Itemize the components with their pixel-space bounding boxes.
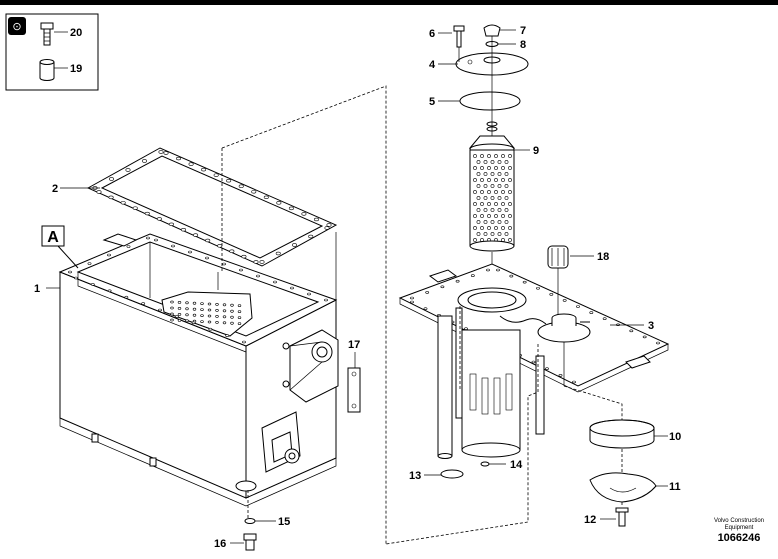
screw-part-12 <box>615 507 629 527</box>
view-marker: A <box>41 225 79 269</box>
tank-cover-part-3 <box>398 263 670 393</box>
plate-part-11 <box>589 472 657 503</box>
tank-drain-bracket <box>261 411 301 473</box>
callout-4: 4 <box>429 59 436 71</box>
callout-1: 1 <box>34 283 40 295</box>
filter-part-9 <box>468 135 516 252</box>
callout-12: 12 <box>584 514 596 526</box>
callout-leaders <box>46 29 668 544</box>
ring-part-10 <box>589 419 655 449</box>
callout-18: 18 <box>597 251 609 263</box>
drain-plug-parts <box>243 490 257 551</box>
watermark-company: Volvo Construction <box>713 518 764 524</box>
gasket-bolt-holes <box>92 150 332 264</box>
bolt-part-20 <box>40 22 54 46</box>
view-marker-letter: A <box>47 229 59 246</box>
callout-2: 2 <box>52 183 58 195</box>
callout-8: 8 <box>520 39 526 51</box>
locking-bar-part-17 <box>347 367 361 413</box>
breather-cap-part-18 <box>547 245 569 314</box>
top-border <box>0 0 778 5</box>
breather-part-18 <box>537 313 591 343</box>
cap-part-7 <box>483 24 501 37</box>
exploded-outline-right <box>385 344 539 545</box>
sleeve-part-19 <box>39 59 55 81</box>
watermark-company-sub: Equipment <box>724 525 754 531</box>
callout-11: 11 <box>669 481 681 493</box>
tank-body-part-1 <box>58 233 339 507</box>
callout-14: 14 <box>510 459 523 471</box>
screw-part-6 <box>453 25 465 48</box>
gasket-part-2 <box>86 147 338 267</box>
callout-13: 13 <box>409 470 421 482</box>
callout-10: 10 <box>669 431 681 443</box>
inset-badge-icon: ⊙ <box>12 21 21 33</box>
o-ring-part-5 <box>459 91 521 111</box>
callout-20: 20 <box>70 27 82 39</box>
callout-15: 15 <box>278 516 290 528</box>
inset-detail: ⊙ <box>5 13 99 91</box>
inset-badge <box>8 17 26 35</box>
callout-7: 7 <box>520 25 526 37</box>
drawing-id-block: Volvo Construction Equipment 1066246 <box>714 518 764 545</box>
tank-side-bracket <box>282 329 339 403</box>
filter-perforations <box>473 154 512 242</box>
callout-5: 5 <box>429 96 435 108</box>
callout-6: 6 <box>429 28 435 40</box>
drawing-number: 1066246 <box>717 532 761 544</box>
callout-labels: 1 2 3 4 5 6 7 8 9 10 11 12 13 14 15 16 1… <box>34 25 681 550</box>
callout-17: 17 <box>348 339 360 351</box>
callout-16: 16 <box>214 538 226 550</box>
exploded-outline-left <box>221 85 387 544</box>
callout-3: 3 <box>648 320 654 332</box>
suction-strainer <box>437 307 545 459</box>
callout-9: 9 <box>533 145 539 157</box>
callout-19: 19 <box>70 63 82 75</box>
tank-rim-holes <box>68 236 328 344</box>
seal-part-14 <box>480 461 490 467</box>
seal-part-13 <box>440 469 464 479</box>
baffle-perforations <box>170 300 242 326</box>
